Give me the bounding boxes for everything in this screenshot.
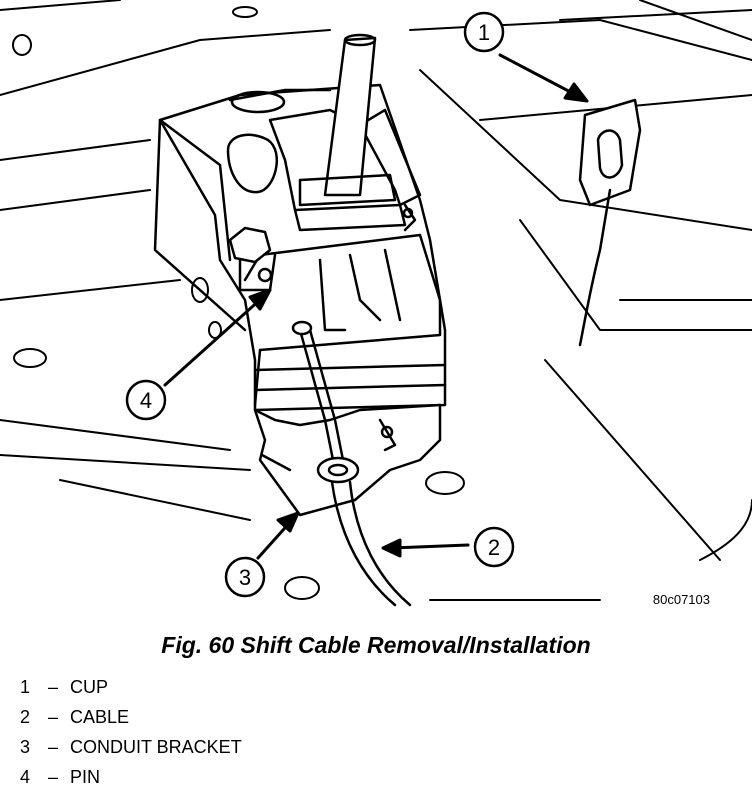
- callout-4: 4: [125, 379, 167, 421]
- legend-label: CONDUIT BRACKET: [70, 737, 242, 757]
- callout-3: 3: [224, 556, 266, 598]
- legend-item: 4–PIN: [20, 762, 242, 792]
- legend-label: PIN: [70, 767, 101, 787]
- callout-number-3: 3: [239, 565, 251, 590]
- legend-label: CABLE: [70, 707, 130, 727]
- shift-cable-illustration: 1 2 3 4 80c07103: [0, 0, 752, 607]
- legend-number: 2: [20, 707, 31, 727]
- legend-dash: –: [47, 707, 58, 727]
- callout-1: 1: [463, 11, 505, 53]
- legend-item: 2–CABLE: [20, 702, 242, 732]
- floor-holes: [12, 6, 465, 600]
- leader-arrows: [163, 53, 589, 560]
- shift-cable: [291, 320, 412, 607]
- legend-number: 3: [20, 737, 31, 757]
- callout-number-4: 4: [140, 388, 152, 413]
- legend-item: 3–CONDUIT BRACKET: [20, 732, 242, 762]
- legend-dash: –: [47, 737, 58, 757]
- callout-number-2: 2: [488, 535, 500, 560]
- legend-item: 1–CUP: [20, 672, 242, 702]
- legend-dash: –: [47, 767, 58, 787]
- legend-number: 4: [20, 767, 31, 787]
- legend-number: 1: [20, 677, 31, 697]
- callout-2: 2: [473, 526, 515, 568]
- shifter-housing: [153, 33, 447, 412]
- figure-caption: Fig. 60 Shift Cable Removal/Installation: [161, 632, 591, 658]
- callout-number-1: 1: [478, 20, 490, 45]
- callout-legend: 1–CUP 2–CABLE 3–CONDUIT BRACKET 4–PIN: [20, 672, 242, 792]
- floor-panel-lines: [0, 0, 752, 601]
- legend-dash: –: [47, 677, 58, 697]
- figure-code: 80c07103: [653, 592, 710, 607]
- legend-label: CUP: [70, 677, 109, 697]
- cable-cup: [578, 98, 642, 347]
